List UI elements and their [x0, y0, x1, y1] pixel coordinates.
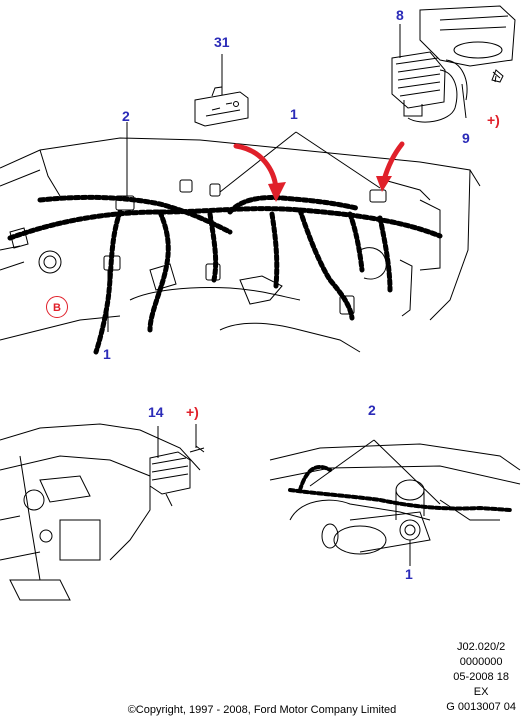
main-harness-scene — [0, 137, 481, 355]
callout-14: 14 — [148, 404, 164, 420]
ref-line: 0000000 — [459, 656, 503, 668]
callout-31: 31 — [214, 34, 230, 50]
callout-9: 9 — [462, 130, 470, 146]
ref-line: EX — [473, 686, 489, 698]
callout-plus-mid: +) — [186, 404, 199, 420]
copyright-notice: ©Copyright, 1997 - 2008, Ford Motor Comp… — [127, 704, 397, 716]
part-14-module-scene — [0, 423, 205, 601]
callout-1-left: 1 — [103, 346, 111, 362]
part-31-bracket — [194, 86, 249, 127]
red-arrows — [233, 141, 405, 191]
detail-marker-b: B — [46, 296, 68, 318]
leader-lines-top — [107, 24, 497, 332]
brake-area-scene — [269, 439, 521, 566]
callout-1-top: 1 — [290, 106, 298, 122]
ref-line: 05-2008 18 — [453, 671, 509, 683]
callout-2-top: 2 — [122, 108, 130, 124]
ref-line: J02.020/2 — [456, 641, 506, 653]
callout-1-bottom: 1 — [405, 566, 413, 582]
ref-line: G 0013007 04 — [446, 701, 516, 713]
callout-plus-top: +) — [487, 112, 500, 128]
callout-8: 8 — [396, 7, 404, 23]
reference-block: J02.020/2 0000000 05-2008 18 EX G 001300… — [446, 640, 516, 715]
red-arrow-heads — [268, 176, 392, 202]
callout-2-bottom: 2 — [368, 402, 376, 418]
part-8-module — [391, 5, 516, 123]
